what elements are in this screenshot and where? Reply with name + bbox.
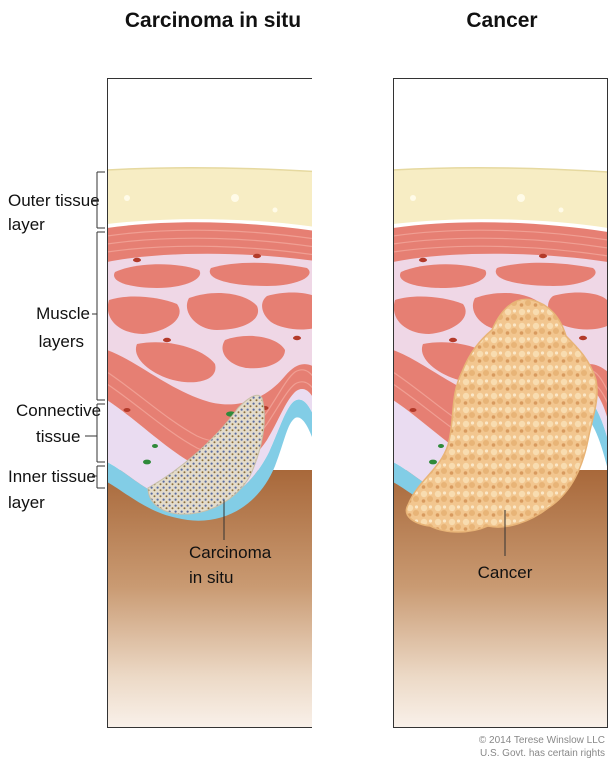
outer-tissue-line2: layer [8,215,45,234]
panel-carcinoma-in-situ [107,78,322,728]
outer-tissue-line1: Outer tissue [8,191,100,210]
inner-tissue-line1: Inner tissue [8,467,96,486]
label-inner-tissue-layer: Inner tissue layer [8,466,105,512]
label-muscle-layers: Muscle layers [36,232,105,400]
inner-tissue-line2: layer [8,493,45,512]
muscle-line1: Muscle [36,304,90,323]
callout-carcinoma-line1: Carcinoma [189,543,272,562]
callout-cancer-label: Cancer [478,563,533,582]
muscle-line2: layers [39,332,84,351]
label-outer-tissue-layer: Outer tissue layer [8,172,105,234]
connective-line2: tissue [36,427,80,446]
panel-cancer [393,78,608,728]
copyright-line2: U.S. Govt. has certain rights [480,748,605,759]
title-cancer: Cancer [466,9,537,32]
connective-line1: Connective [16,401,101,420]
copyright-line1: © 2014 Terese Winslow LLC [479,735,605,746]
callout-carcinoma-line2: in situ [189,568,233,587]
label-connective-tissue: Connective tissue [16,401,105,462]
title-carcinoma-in-situ: Carcinoma in situ [125,9,301,32]
